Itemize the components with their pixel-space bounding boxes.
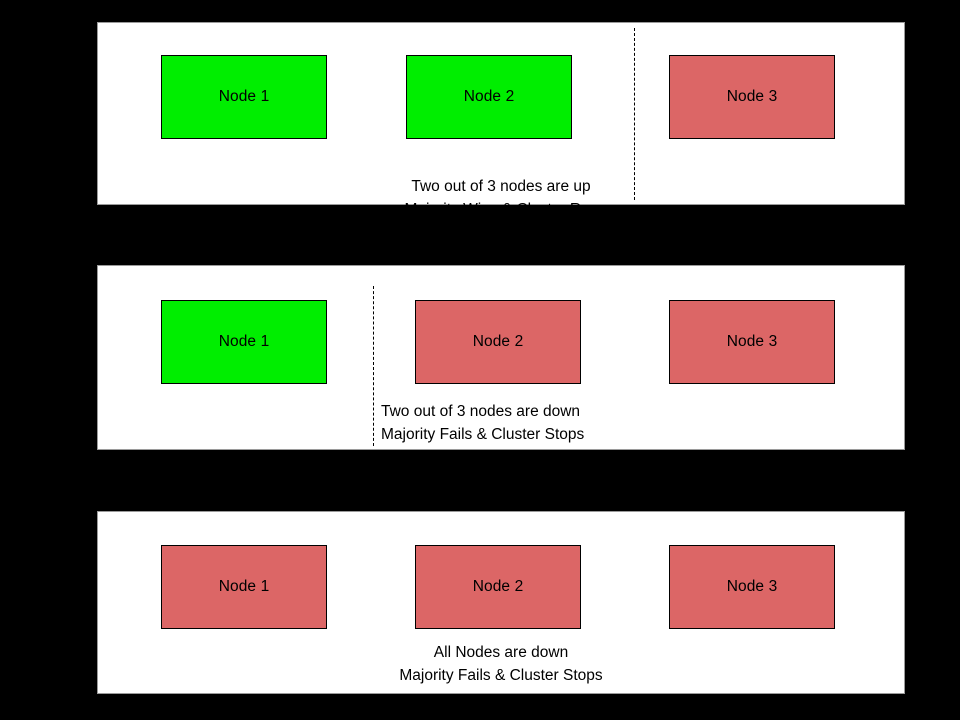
caption-line-2: , Majority Wins & Cluster Runs	[395, 201, 607, 218]
node-box-2[interactable]: Node 2	[415, 300, 581, 384]
node-box-3[interactable]: Node 3	[669, 545, 835, 629]
node-box-3[interactable]: Node 3	[669, 300, 835, 384]
quorum-divider-line	[373, 286, 374, 446]
node-box-2[interactable]: Node 2	[406, 55, 572, 139]
caption-line-1: Two out of 3 nodes are up	[411, 178, 591, 195]
node-box-1[interactable]: Node 1	[161, 545, 327, 629]
quorum-divider-line	[634, 28, 635, 200]
node-box-1[interactable]: Node 1	[161, 55, 327, 139]
node-box-3[interactable]: Node 3	[669, 55, 835, 139]
scenario-panel-two-down: Node 1 Node 2 Node 3 Two out of 3 nodes …	[97, 265, 905, 450]
caption-line-1: All Nodes are down	[433, 644, 569, 661]
scenario-panel-two-up: Node 1 Node 2 Node 3 Two out of 3 nodes …	[97, 22, 905, 218]
node-label: Node 2	[463, 88, 515, 106]
scenario-panel-all-down: Node 1 Node 2 Node 3 All Nodes are down …	[97, 511, 905, 694]
node-label: Node 3	[726, 578, 778, 596]
node-label: Node 3	[726, 88, 778, 106]
scenario-caption: All Nodes are down Majority Fails & Clus…	[98, 641, 904, 687]
caption-line-1: Two out of 3 nodes are down	[381, 403, 581, 420]
node-label: Node 1	[218, 333, 270, 351]
caption-line-2: Majority Fails & Cluster Stops	[381, 426, 585, 443]
node-box-2[interactable]: Node 2	[415, 545, 581, 629]
node-label: Node 1	[218, 88, 270, 106]
scenario-caption: Two out of 3 nodes are up , Majority Win…	[98, 175, 904, 221]
caption-line-2: Majority Fails & Cluster Stops	[399, 667, 603, 684]
node-label: Node 3	[726, 333, 778, 351]
node-label: Node 2	[472, 333, 524, 351]
node-label: Node 1	[218, 578, 270, 596]
node-label: Node 2	[472, 578, 524, 596]
node-box-1[interactable]: Node 1	[161, 300, 327, 384]
scenario-caption: Two out of 3 nodes are down Majority Fai…	[381, 400, 584, 446]
